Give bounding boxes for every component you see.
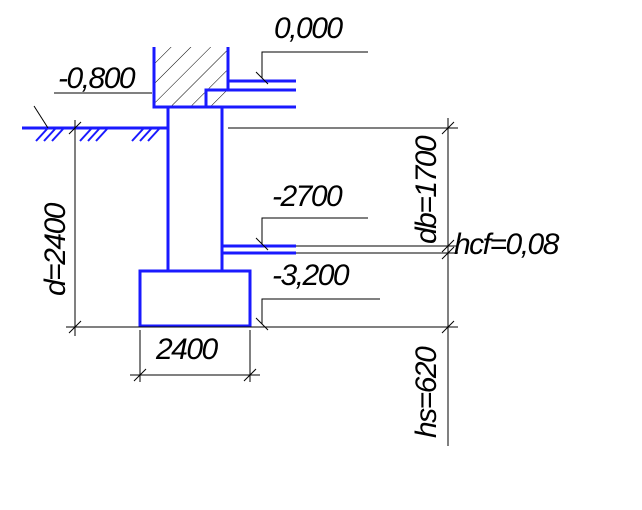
structure	[22, 47, 296, 328]
footing	[138, 269, 252, 328]
wall-outline	[152, 47, 230, 109]
dimension-lines	[33, 51, 458, 446]
label-depth-d: d=2400	[39, 202, 72, 296]
label-level-bottom: -3,200	[272, 259, 350, 292]
label-level-top: 0,000	[274, 12, 343, 45]
label-level-basement: -0,800	[58, 62, 136, 95]
level-marker-bottom	[261, 298, 380, 324]
ground-leader	[33, 105, 49, 129]
ground-hatch-ticks	[35, 128, 160, 142]
pedestal	[166, 105, 224, 273]
level-marker-top	[261, 51, 368, 78]
label-footing-width: 2400	[155, 333, 219, 366]
label-level-mid: -2700	[272, 180, 343, 213]
hatched-wall-block	[154, 47, 228, 107]
level-marker-mid	[261, 217, 368, 244]
label-hs: hs=620	[410, 346, 443, 438]
label-hcf: hcf=0,08	[454, 228, 560, 261]
label-depth-db: db=1700	[410, 135, 443, 244]
